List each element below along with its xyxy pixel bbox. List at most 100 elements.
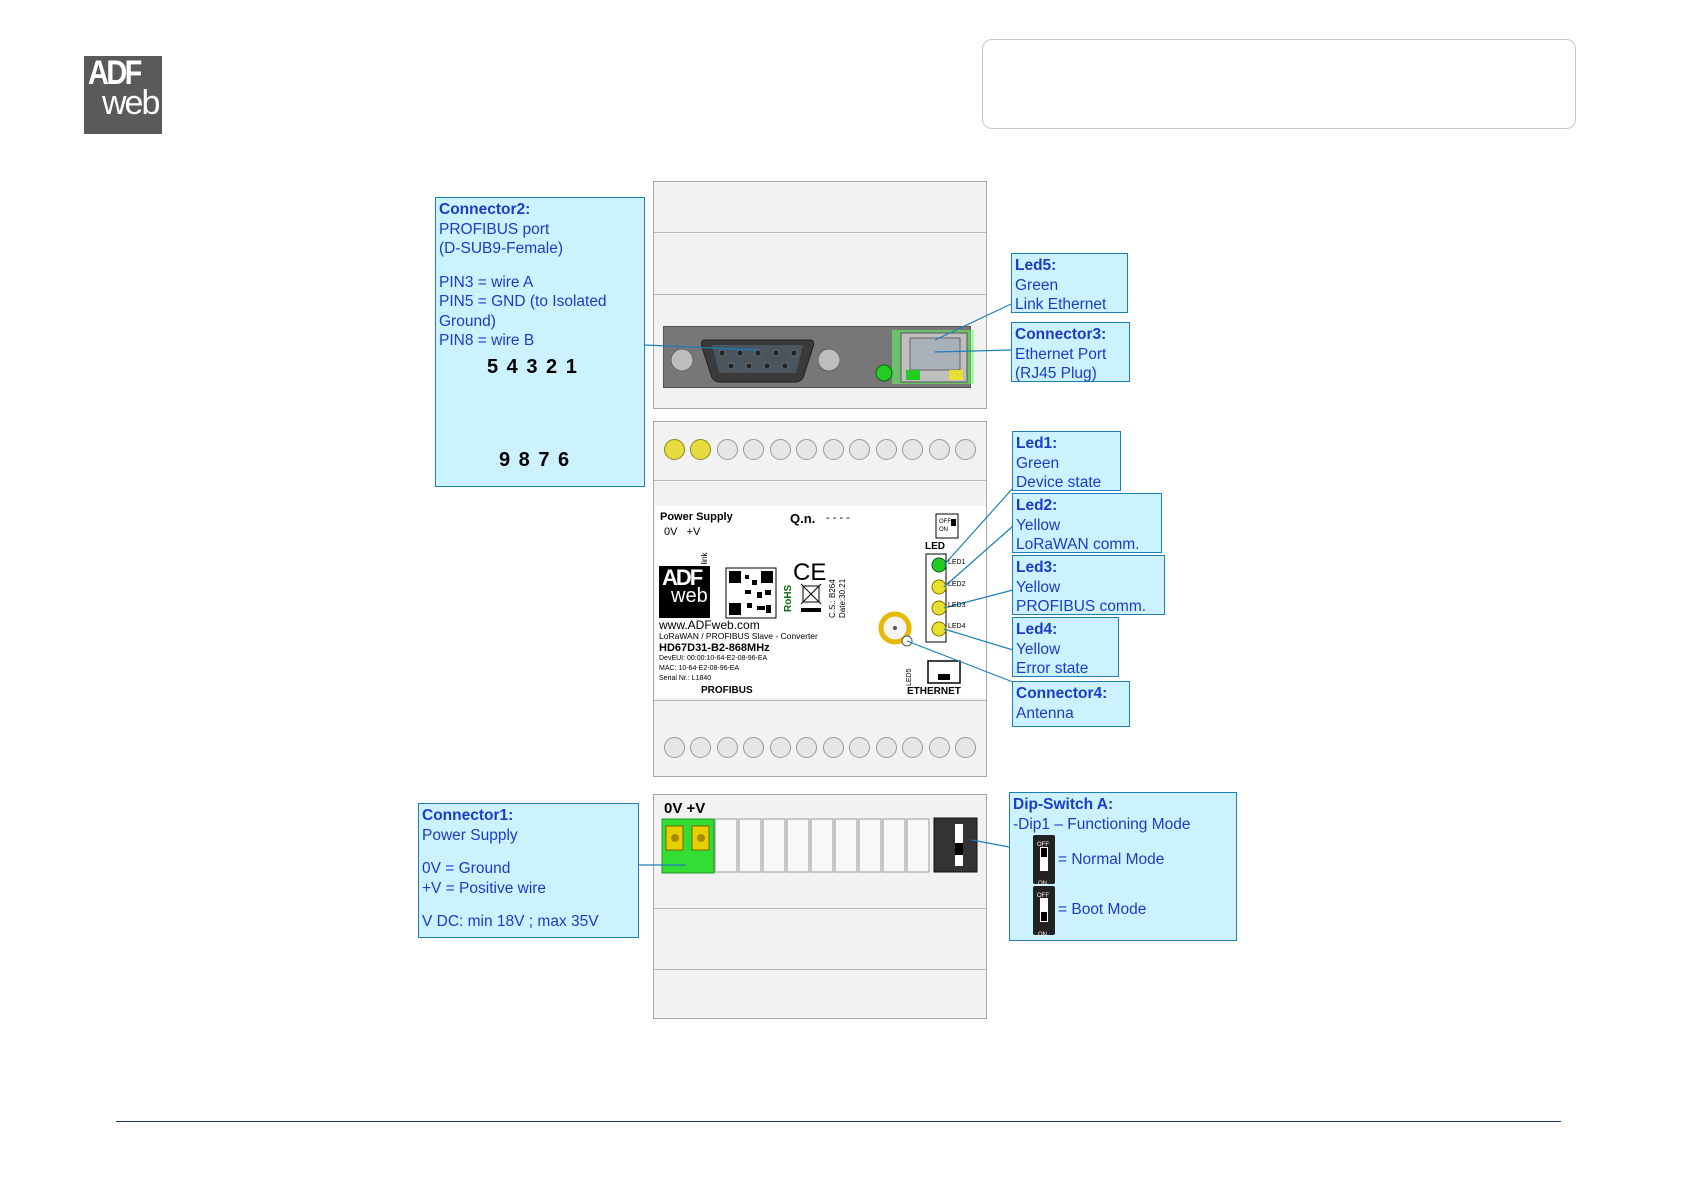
terminal	[929, 737, 950, 758]
label-led5: LED5	[906, 668, 913, 686]
callout-line: V DC: min 18V ; max 35V	[422, 913, 599, 930]
callout-title: Connector2:	[439, 201, 531, 218]
terminal	[902, 737, 923, 758]
callout-led5: Led5: Green Link Ethernet	[1011, 253, 1128, 313]
callout-connector3: Connector3: Ethernet Port (RJ45 Plug)	[1011, 322, 1130, 382]
terminal	[823, 439, 844, 460]
label-cs: C.S.: B264	[828, 579, 837, 618]
terminal	[717, 737, 738, 758]
label-deveui: DevEUI: 00:00:10-64-E2-08-96-EA	[659, 655, 768, 662]
callout-line: Yellow	[1016, 578, 1061, 596]
label-logo-web: web	[671, 585, 708, 607]
rj45-connector-device	[875, 330, 974, 384]
terminal	[796, 439, 817, 460]
adfweb-logo-small	[659, 566, 710, 618]
label-qn: Q.n.	[790, 511, 816, 526]
device-leds	[925, 553, 947, 643]
terminal	[849, 737, 870, 758]
callout-title: Led5:	[1015, 257, 1057, 274]
terminal	[743, 737, 764, 758]
weee-icon	[800, 583, 822, 612]
terminal	[955, 439, 976, 460]
callout-line: -Dip1 – Functioning Mode	[1013, 815, 1191, 833]
callout-line: Green	[1016, 454, 1060, 472]
callout-line: Ground)	[439, 312, 496, 330]
callout-title: Connector3:	[1015, 326, 1107, 343]
callout-line: PROFIBUS port	[439, 220, 550, 238]
label-qn-value: - - - -	[826, 512, 850, 524]
callout-led4: Led4: Yellow Error state	[1012, 617, 1119, 677]
label-profibus: PROFIBUS	[701, 685, 753, 696]
label-led2: LED2	[948, 581, 966, 588]
qr-code	[725, 567, 777, 619]
callout-title: Led1:	[1016, 435, 1058, 452]
label-switch-off: OFF	[939, 519, 951, 525]
callout-line: PIN5 = GND (to Isolated	[439, 293, 607, 310]
terminal	[849, 439, 870, 460]
terminal	[664, 737, 685, 758]
callout-line: (RJ45 Plug)	[1015, 365, 1097, 382]
callout-line: PIN3 = wire A	[439, 273, 534, 291]
label-switch-on: ON	[939, 527, 948, 533]
terminal	[770, 439, 791, 460]
callout-line: (D-SUB9-Female)	[439, 240, 564, 257]
dip-off-label: OFF	[1037, 842, 1049, 848]
ce-mark: CE	[793, 559, 826, 586]
label-rohs: RoHS	[783, 584, 794, 612]
terminal	[876, 737, 897, 758]
dip-normal-icon: OFF ON	[1033, 835, 1055, 887]
label-led-header: LED	[925, 541, 945, 552]
dip-on-label: ON	[1038, 932, 1047, 938]
callout-line: LoRaWAN comm.	[1016, 536, 1140, 553]
label-logo-adf: ADF	[662, 565, 703, 590]
callout-line: +V = Positive wire	[422, 879, 547, 897]
label-power-supply: Power Supply	[660, 511, 733, 523]
terminal	[717, 439, 738, 460]
callout-dip-switch-a: Dip-Switch A: -Dip1 – Functioning Mode O…	[1009, 792, 1237, 941]
callout-title: Dip-Switch A:	[1013, 796, 1114, 813]
terminal	[690, 737, 711, 758]
dip-on-label: ON	[1038, 881, 1047, 887]
label-website: www.ADFweb.com	[659, 618, 760, 632]
label-power-pins: 0V +V	[664, 526, 701, 538]
label-serial: Serial Nr.: L1840	[659, 675, 712, 682]
dsub9-connector-device	[670, 339, 841, 383]
callout-line: Green	[1015, 276, 1059, 294]
callout-led1: Led1: Green Device state	[1012, 431, 1121, 491]
terminal	[770, 737, 791, 758]
callout-line: Device state	[1016, 474, 1102, 491]
dip-normal-label: = Normal Mode	[1058, 851, 1165, 868]
dip-boot-label: = Boot Mode	[1058, 901, 1147, 918]
terminal	[664, 439, 685, 460]
callout-connector1: Connector1: Power Supply 0V = Ground +V …	[418, 803, 639, 938]
pin-numbers-bottom: 9 8 7 6	[499, 449, 571, 471]
callout-line: 0V = Ground	[422, 860, 511, 877]
callout-title: Connector1:	[422, 807, 514, 824]
callout-title: Led3:	[1016, 559, 1058, 576]
label-led4: LED4	[948, 623, 966, 630]
callout-title: Connector4:	[1016, 685, 1108, 702]
callout-line: PROFIBUS comm.	[1016, 598, 1147, 615]
terminal	[902, 439, 923, 460]
leader-lines	[639, 303, 1014, 866]
dip-off-label: OFF	[1037, 893, 1049, 899]
footer-divider	[116, 1121, 1561, 1122]
terminal	[876, 439, 897, 460]
title-box	[982, 39, 1576, 129]
terminal	[690, 439, 711, 460]
terminal	[796, 737, 817, 758]
terminal	[955, 737, 976, 758]
svg-text:CE: CE	[793, 559, 826, 586]
callout-line: Antenna	[1016, 704, 1074, 722]
callout-led2: Led2: Yellow LoRaWAN comm.	[1012, 493, 1162, 553]
callout-title: Led2:	[1016, 497, 1058, 514]
terminal	[743, 439, 764, 460]
label-model: HD67D31-B2-868MHz	[659, 642, 770, 654]
callout-line: Yellow	[1016, 640, 1061, 658]
pin-numbers-top: 5 4 3 2 1	[487, 356, 578, 378]
label-led1: LED1	[948, 559, 966, 566]
label-led3: LED3	[948, 602, 966, 609]
label-dip-switch	[935, 513, 959, 539]
callout-line: PIN8 = wire B	[439, 332, 535, 349]
terminal	[823, 737, 844, 758]
